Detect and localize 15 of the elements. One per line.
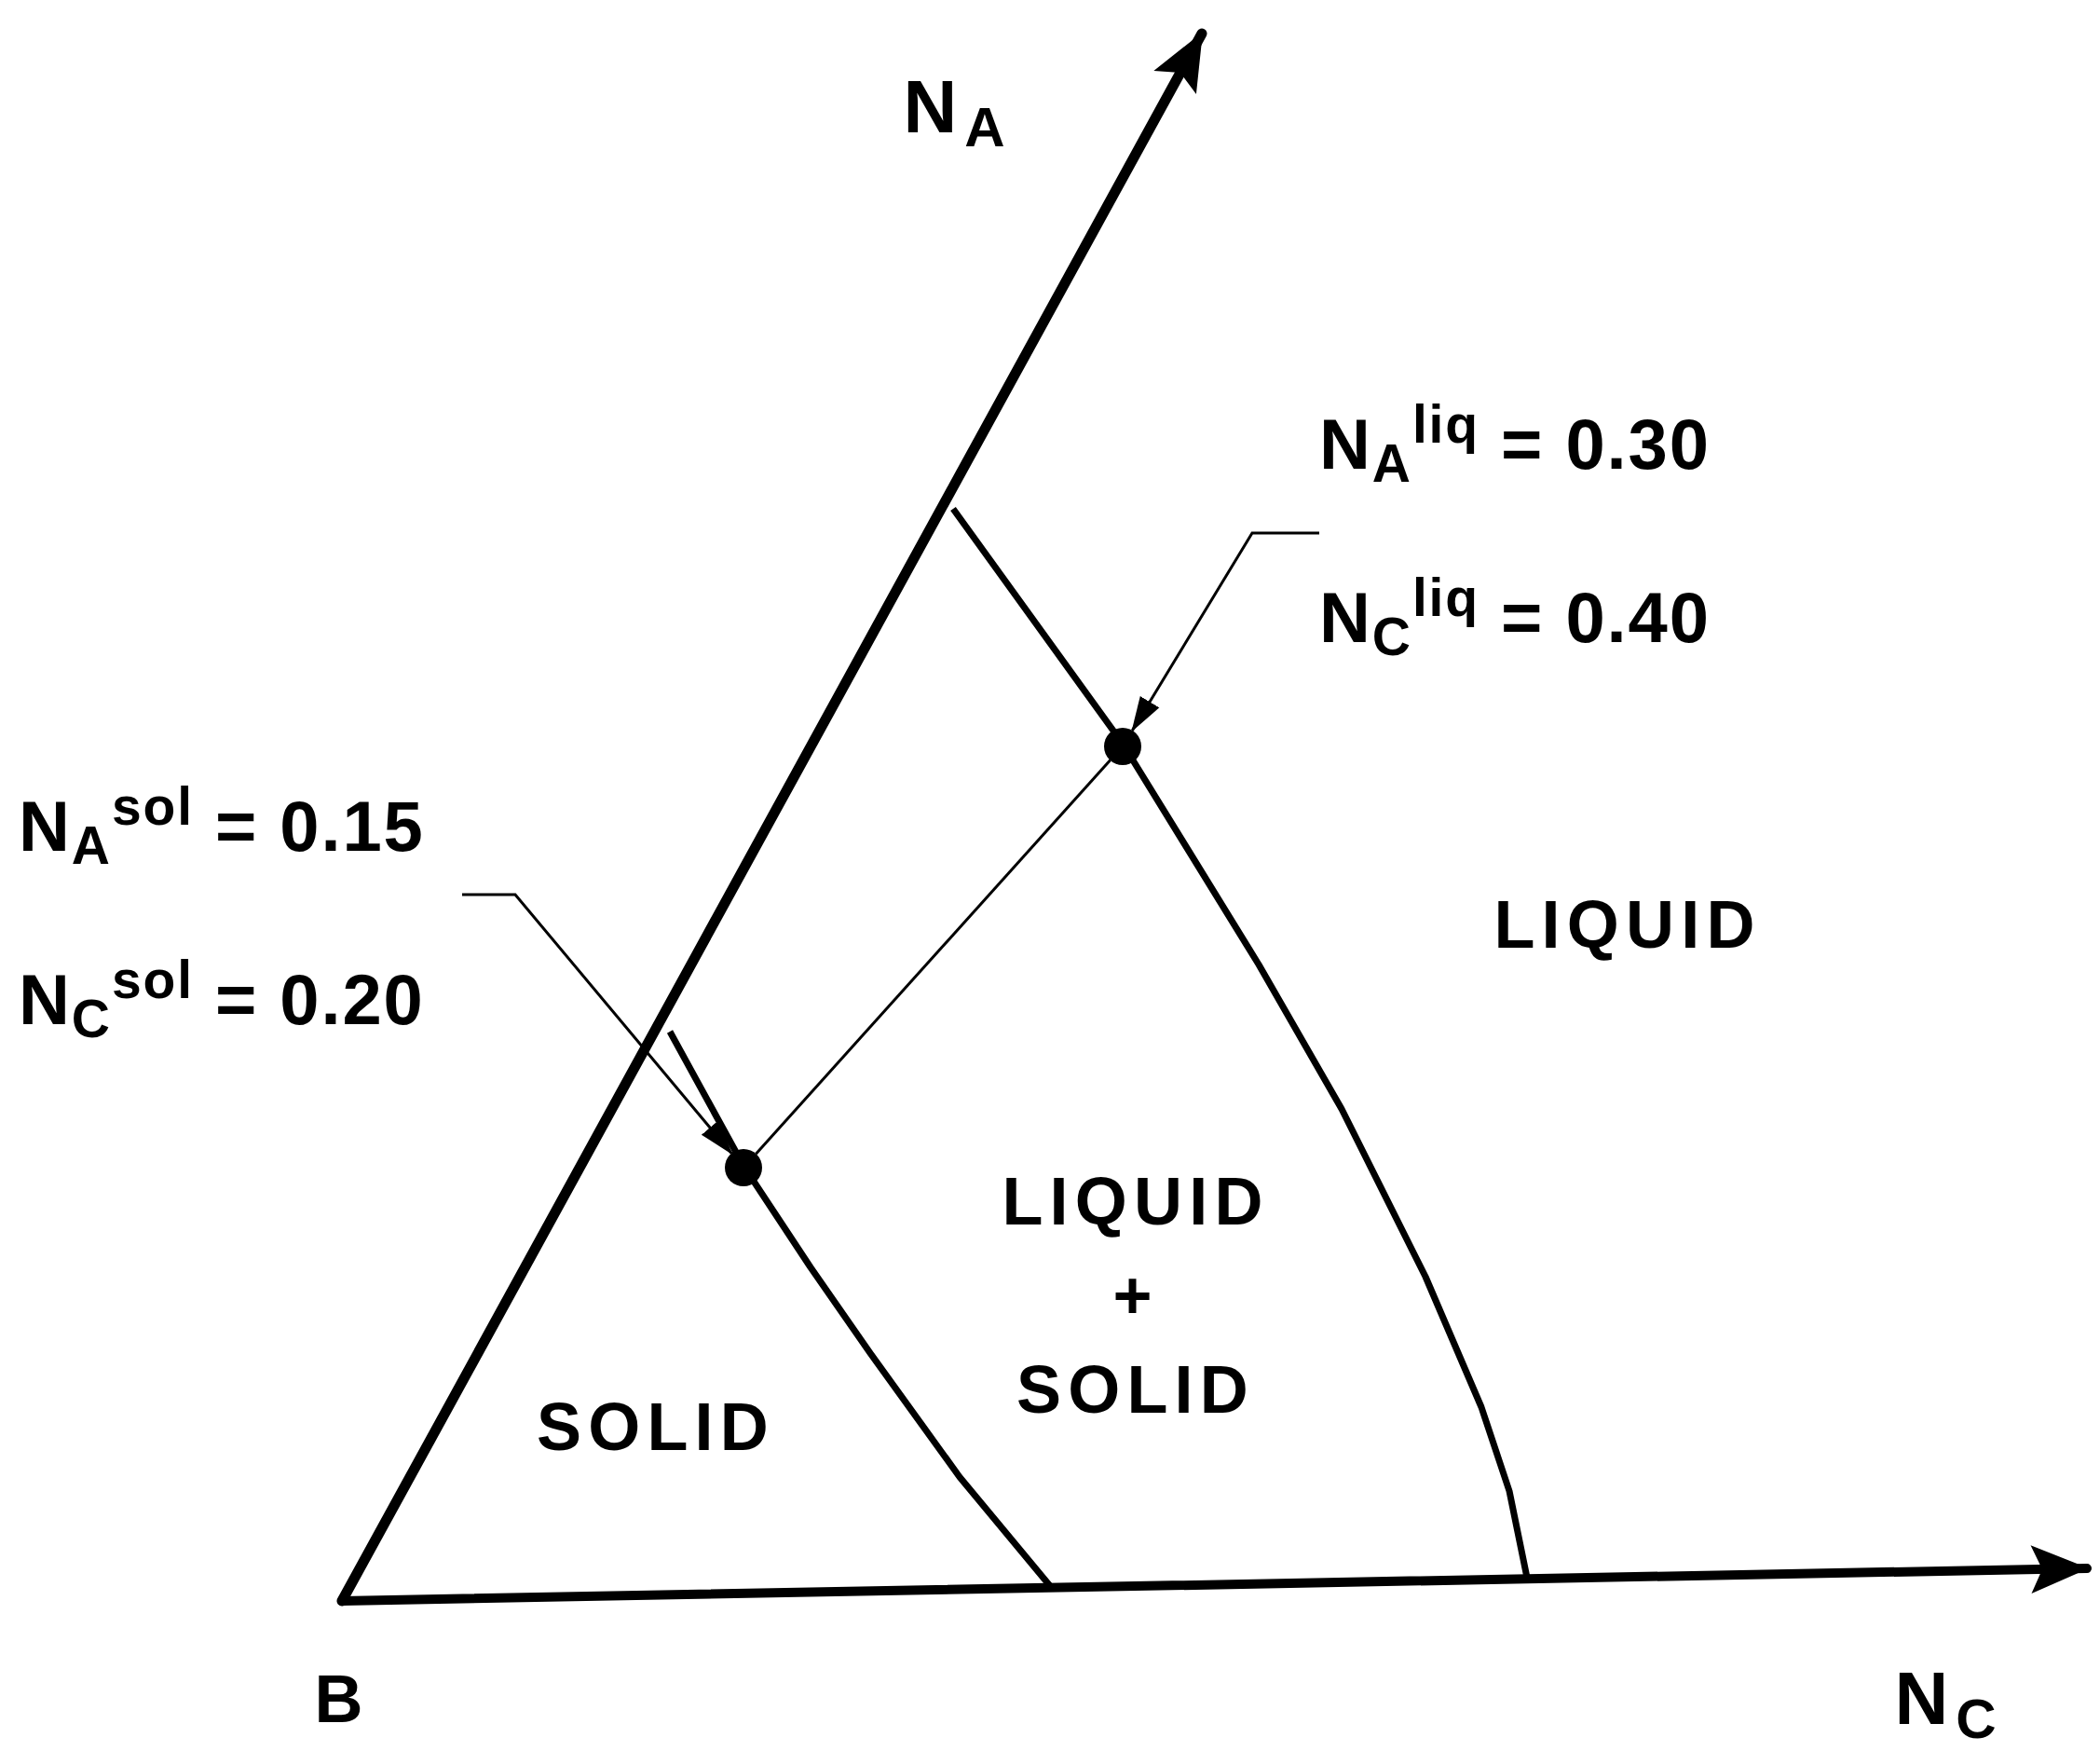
text-label: LIQUID (1493, 886, 1762, 964)
text-label: N$_{C}$ (1894, 1656, 2004, 1751)
leader-line (1131, 531, 1319, 732)
leader-line (462, 893, 733, 1156)
composition-label: N$_{C}$$^{liq}$ = 0.40 (1319, 566, 1711, 669)
point-marker (1104, 728, 1141, 765)
text-label: N$_{A}$ (903, 64, 1013, 160)
text-label: B (314, 1661, 370, 1738)
text-label: SOLID (537, 1388, 775, 1466)
region-label: LIQUID + SOLID (1001, 1162, 1271, 1429)
composition-label: N$_{A}$$^{liq}$ = 0.30 (1319, 392, 1711, 496)
point-marker (725, 1149, 762, 1186)
composition-label: N$_{C}$$^{sol}$ = 0.20 (19, 948, 426, 1051)
composition-label: N$_{A}$$^{sol}$ = 0.15 (19, 774, 426, 878)
tie-line (755, 759, 1111, 1156)
